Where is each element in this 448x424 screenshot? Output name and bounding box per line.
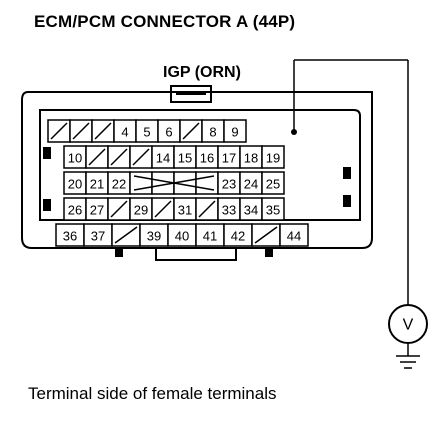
diagram-caption: Terminal side of female terminals (28, 384, 277, 403)
terminal-number: 44 (287, 229, 301, 244)
diagram-title: ECM/PCM CONNECTOR A (44P) (34, 12, 296, 31)
voltmeter-symbol: V (403, 317, 414, 334)
probe-contact-dot (291, 129, 297, 135)
probe-wiring (293, 59, 420, 369)
terminal-cell (261, 145, 285, 169)
terminal-number: 20 (68, 177, 82, 192)
terminal-number: 17 (222, 151, 236, 166)
terminal-cell (261, 171, 285, 195)
terminal-number: 41 (203, 229, 217, 244)
terminal-cell (195, 171, 219, 195)
terminal-number: 9 (231, 125, 238, 140)
probe-wire-label: IGP (ORN) (163, 64, 241, 81)
unused-terminal-slash (110, 200, 128, 218)
unused-terminal-slash (110, 148, 128, 166)
terminal-cell (279, 223, 309, 247)
terminal-number: 37 (91, 229, 105, 244)
unused-terminal-slash (198, 200, 216, 218)
terminal-number: 19 (266, 151, 280, 166)
terminal-number: 24 (244, 177, 258, 192)
terminal-number: 10 (68, 151, 82, 166)
terminal-number: 5 (143, 125, 150, 140)
terminal-number: 18 (244, 151, 258, 166)
terminal-cell (261, 197, 285, 221)
unused-terminal-slash (88, 148, 106, 166)
terminal-number: 42 (231, 229, 245, 244)
terminal-cell (223, 119, 247, 143)
terminal-number: 27 (90, 203, 104, 218)
terminal-number: 22 (112, 177, 126, 192)
terminal-number: 40 (175, 229, 189, 244)
terminal-number: 34 (244, 203, 258, 218)
unused-terminal-slash (182, 122, 200, 140)
terminal-number: 15 (178, 151, 192, 166)
terminal-number: 39 (147, 229, 161, 244)
terminal-number: 26 (68, 203, 82, 218)
terminal-number: 14 (156, 151, 170, 166)
terminal-number: 25 (266, 177, 280, 192)
voltmeter-circle (388, 304, 428, 344)
terminal-number: 4 (121, 125, 128, 140)
unused-terminal-slash (114, 226, 138, 244)
unused-terminal-slash (154, 200, 172, 218)
terminal-number: 36 (63, 229, 77, 244)
terminal-number: 16 (200, 151, 214, 166)
terminal-number: 29 (134, 203, 148, 218)
terminal-number: 8 (209, 125, 216, 140)
unused-terminal-slash (72, 122, 90, 140)
unused-terminal-slash (254, 226, 278, 244)
terminal-number: 23 (222, 177, 236, 192)
terminal-number: 35 (266, 203, 280, 218)
terminal-cell (129, 171, 153, 195)
voltmeter: V (388, 304, 428, 344)
terminal-number: 31 (178, 203, 192, 218)
unused-terminal-slash (132, 148, 150, 166)
unused-terminal-slash (50, 122, 68, 140)
terminal-number: 21 (90, 177, 104, 192)
connector-housing (21, 85, 373, 261)
unused-terminal-slash (94, 122, 112, 140)
empty-block-cross (133, 175, 215, 191)
terminal-number: 6 (165, 125, 172, 140)
terminal-number: 33 (222, 203, 236, 218)
